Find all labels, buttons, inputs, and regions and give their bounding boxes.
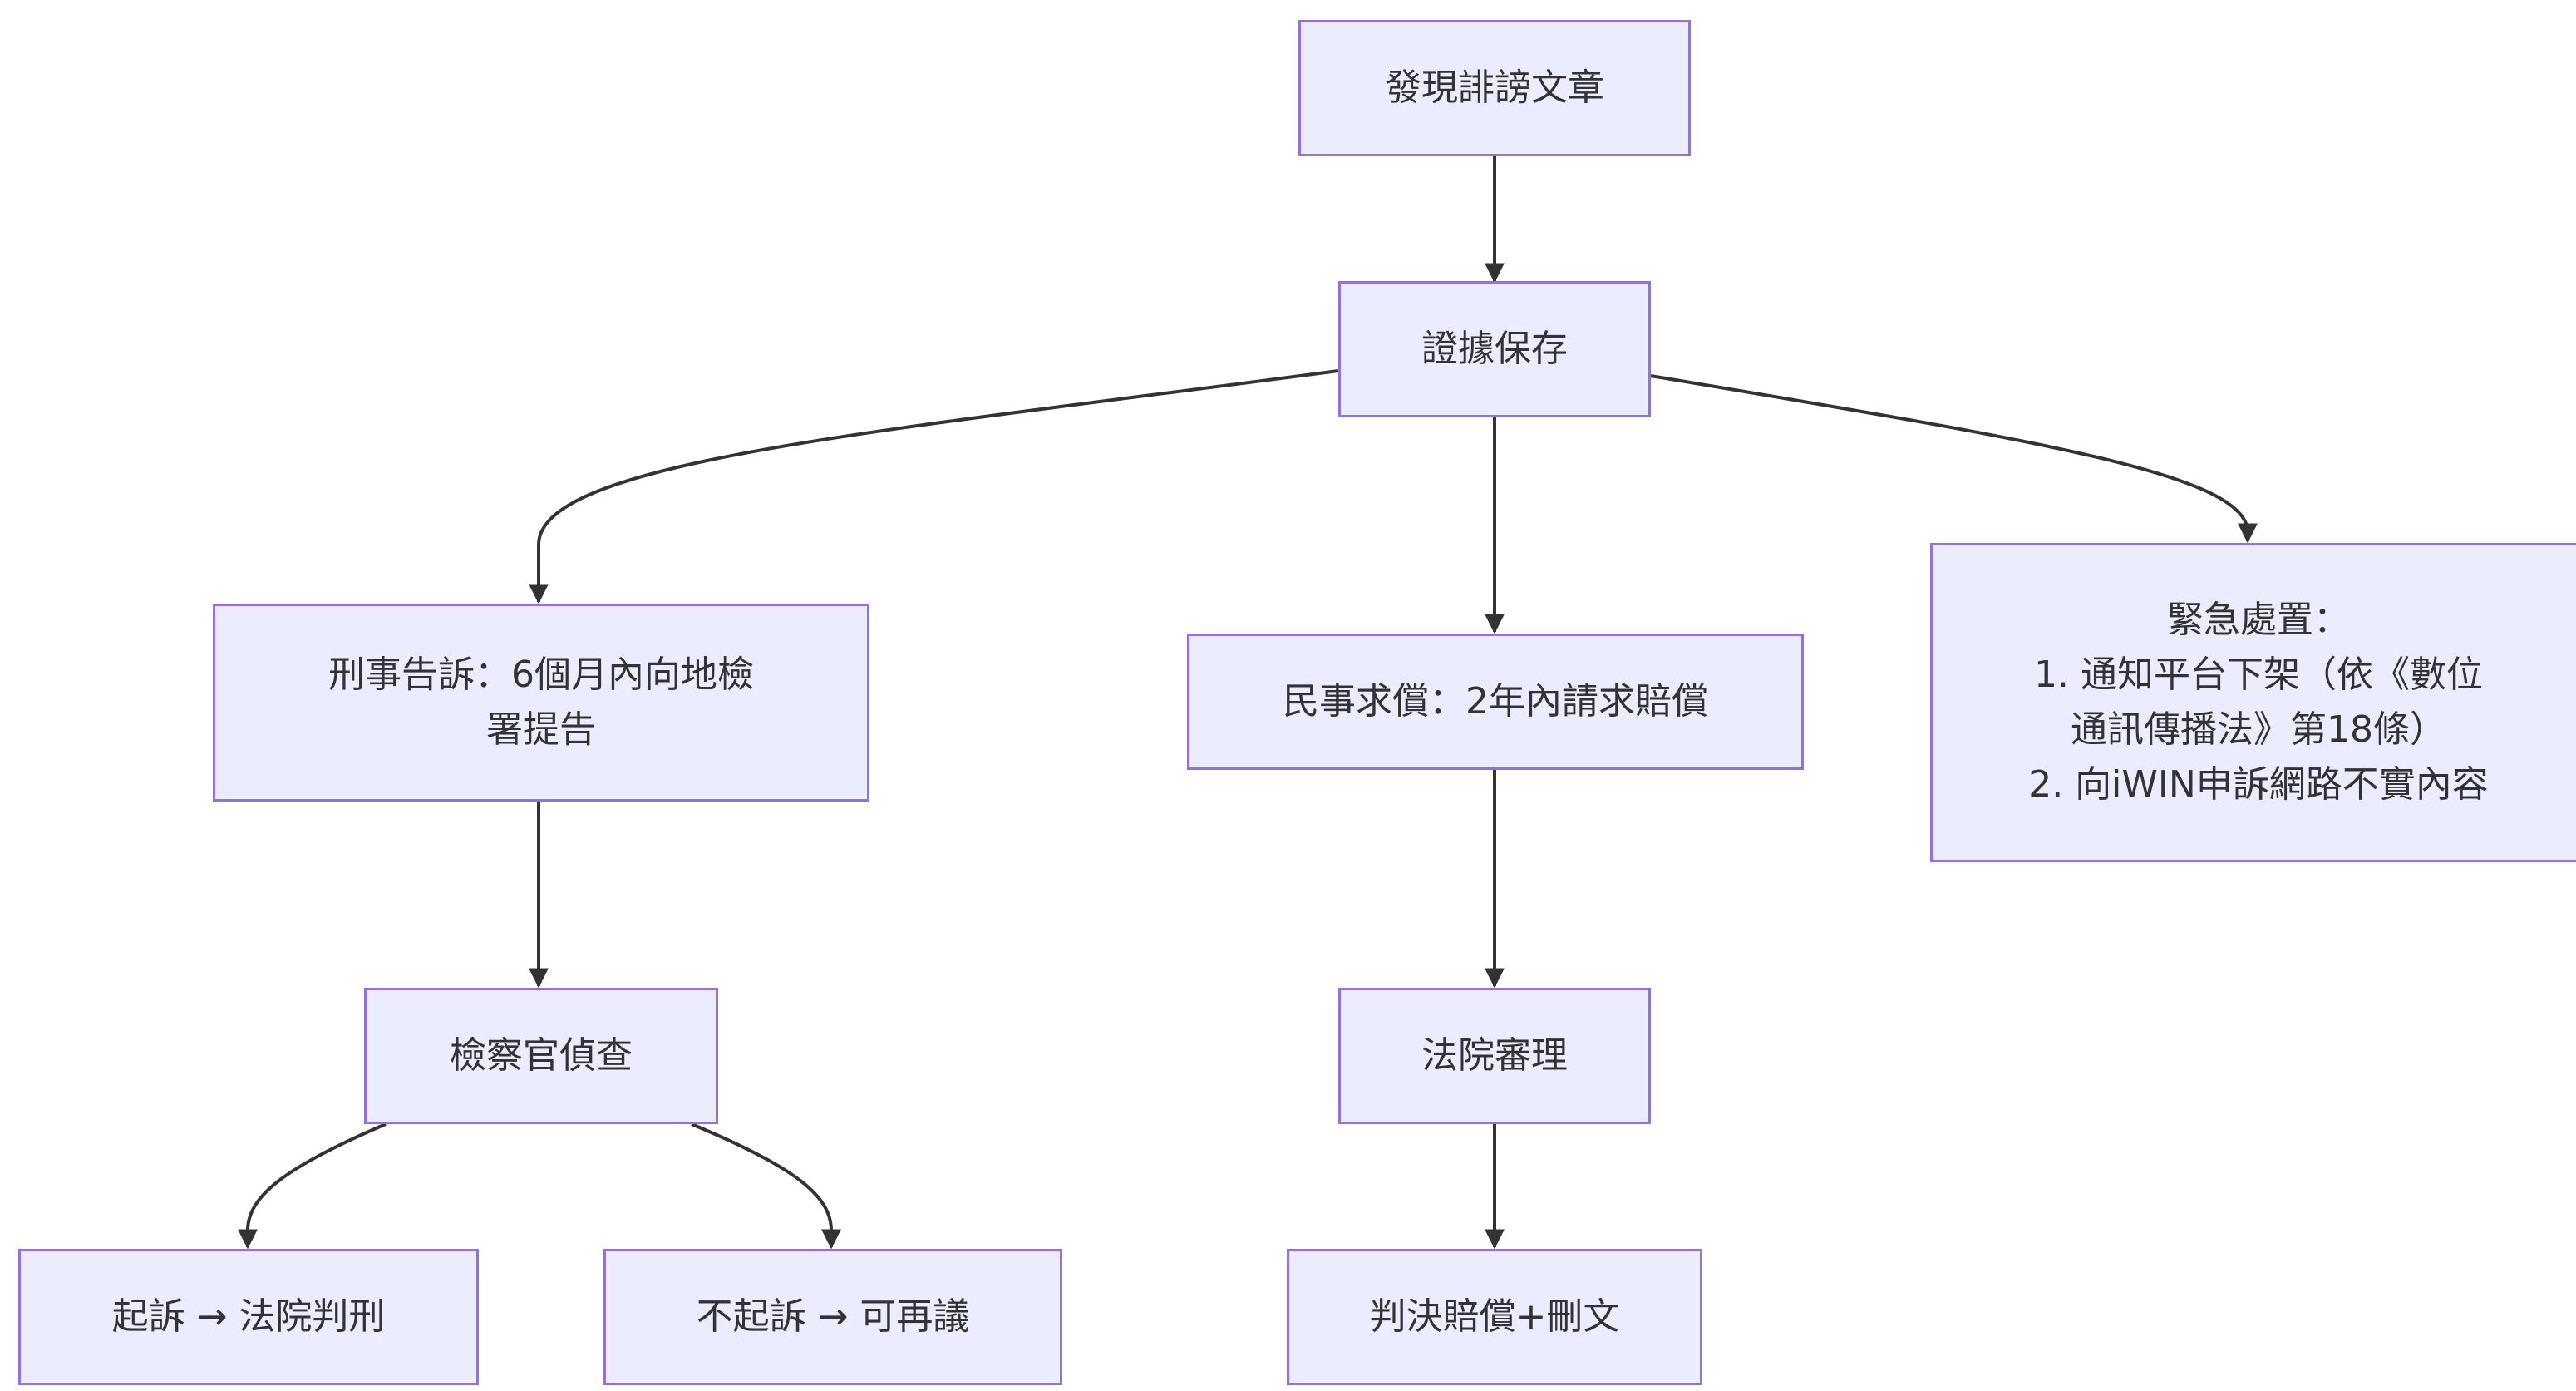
node-emergency-line-2: 1. 通知平台下架（依《數位 xyxy=(2034,654,2483,696)
edge-prosecutor-to-indict xyxy=(238,1122,387,1250)
node-discover: 發現誹謗文章 xyxy=(1298,20,1691,156)
node-emergency-line-4: 2. 向iWIN申訴網路不實內容 xyxy=(2028,763,2489,806)
node-criminal: 刑事告訴：6個月內向地檢 署提告 xyxy=(213,604,869,802)
node-judgment-text: 判決賠償+刪文 xyxy=(1369,1295,1620,1338)
node-emergency-line-1: 緊急處置： xyxy=(2167,599,2350,641)
node-discover-text: 發現誹謗文章 xyxy=(1385,67,1604,109)
node-court: 法院審理 xyxy=(1338,988,1651,1124)
node-civil: 民事求償：2年內請求賠償 xyxy=(1187,634,1804,770)
node-no-indict-text: 不起訴 → 可再議 xyxy=(696,1295,970,1338)
node-emergency: 緊急處置： 1. 通知平台下架（依《數位 通訊傳播法》第18條） 2. 向iWI… xyxy=(1930,543,2576,862)
node-civil-text: 民事求償：2年內請求賠償 xyxy=(1283,680,1708,723)
node-judgment: 判決賠償+刪文 xyxy=(1287,1249,1702,1385)
node-emergency-line-3: 通訊傳播法》第18條） xyxy=(2071,708,2446,751)
node-indict-text: 起訴 → 法院判刑 xyxy=(111,1295,386,1338)
edge-evidence-to-criminal xyxy=(529,369,1339,604)
node-no-indict: 不起訴 → 可再議 xyxy=(603,1249,1062,1385)
node-prosecutor: 檢察官偵查 xyxy=(364,988,718,1124)
edge-evidence-to-emergency xyxy=(1650,374,2258,544)
node-criminal-line-1: 刑事告訴：6個月內向地檢 xyxy=(328,654,754,696)
edge-prosecutor-to-no-indict xyxy=(691,1122,841,1250)
node-evidence-text: 證據保存 xyxy=(1421,328,1568,370)
node-prosecutor-text: 檢察官偵查 xyxy=(450,1034,633,1077)
node-criminal-line-2: 署提告 xyxy=(486,708,596,751)
node-court-text: 法院審理 xyxy=(1421,1034,1568,1077)
node-indict: 起訴 → 法院判刑 xyxy=(18,1249,479,1385)
node-evidence: 證據保存 xyxy=(1338,281,1651,417)
